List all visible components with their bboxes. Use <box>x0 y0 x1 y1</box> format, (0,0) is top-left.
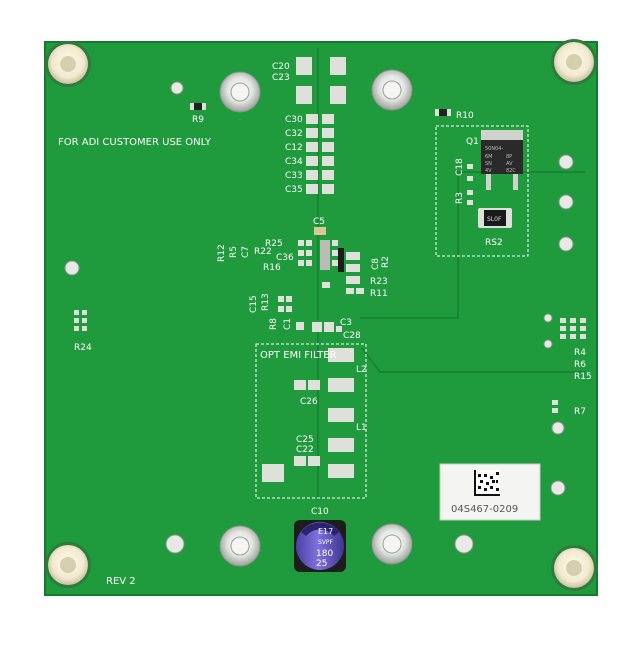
label-r2: R2 <box>381 256 391 268</box>
label-r13: R13 <box>261 293 271 311</box>
label-q1: Q1 <box>466 137 479 147</box>
sense-resistor-rs2: SL0F <box>478 208 512 228</box>
label-r11: R11 <box>370 289 388 299</box>
fet-marking-3: 8P <box>506 154 512 160</box>
data-matrix-code <box>474 470 500 496</box>
resistor-r10 <box>435 109 451 116</box>
label-c23: C23 <box>272 73 290 83</box>
fet-marking-2: 6M <box>485 154 493 160</box>
label-r22: R22 <box>254 247 272 257</box>
label-r25: R25 <box>265 239 283 249</box>
controller-pads <box>298 240 364 294</box>
label-r3: R3 <box>455 192 465 204</box>
resistor-r7 <box>552 400 558 413</box>
cap-marking-2: SVPF <box>318 539 334 546</box>
label-c10: C10 <box>311 507 329 517</box>
label-c3: C3 <box>340 318 352 328</box>
cap-c5 <box>314 227 326 235</box>
terminal-bottom-right <box>371 523 413 565</box>
label-rs2: RS2 <box>485 238 503 248</box>
fet-marking-7: 82C <box>506 168 516 174</box>
label-c15: C15 <box>249 295 259 313</box>
label-c20: C20 <box>272 62 290 72</box>
label-c26: C26 <box>300 397 318 407</box>
terminal-top-left <box>219 71 261 113</box>
label-c33: C33 <box>285 171 303 181</box>
electrolytic-capacitor-c10: E17 SVPF 180 25 <box>294 520 346 572</box>
pads-c20-c23 <box>296 57 346 104</box>
label-c22: C22 <box>296 445 314 455</box>
cap-marking-1: E17 <box>318 527 333 536</box>
standoff-bottom-right <box>551 545 597 591</box>
silkscreen: FOR ADI CUSTOMER USE ONLY OPT EMI FILTER… <box>58 62 592 587</box>
label-c32: C32 <box>285 129 303 139</box>
barcode-label: 04S467-0209 <box>439 463 541 521</box>
fet-marking-6: 4V <box>485 168 492 174</box>
q1-outline <box>435 125 529 257</box>
pads-r4-r6-r15 <box>560 318 586 339</box>
label-c36: C36 <box>276 253 294 263</box>
barcode-id-text: 04S467-0209 <box>451 504 518 515</box>
label-c35: C35 <box>285 185 303 195</box>
label-c12: C12 <box>285 143 303 153</box>
label-r6: R6 <box>574 360 586 370</box>
label-r16: R16 <box>263 263 281 273</box>
customer-note: FOR ADI CUSTOMER USE ONLY <box>58 137 212 148</box>
label-r24: R24 <box>74 343 92 353</box>
label-c1: C1 <box>283 318 293 330</box>
label-c28: C28 <box>343 331 361 341</box>
label-r5: R5 <box>229 246 239 258</box>
sense-marking: SL0F <box>487 216 502 223</box>
label-c5: C5 <box>313 217 325 227</box>
revision-label: REV 2 <box>106 576 136 587</box>
small-pads-left <box>278 296 342 332</box>
label-r10: R10 <box>456 111 474 121</box>
terminal-bottom-left <box>219 525 261 567</box>
label-r23: R23 <box>370 277 388 287</box>
label-l1: L1 <box>356 423 367 433</box>
label-c30: C30 <box>285 115 303 125</box>
fet-marking-1: 50N04- <box>485 146 503 152</box>
emi-filter-outline <box>255 343 367 499</box>
label-c25: C25 <box>296 435 314 445</box>
pads-cap-column <box>306 114 334 194</box>
cap-marking-4: 25 <box>316 559 327 569</box>
label-c8: C8 <box>371 258 381 270</box>
cap-marking-3: 180 <box>316 549 333 559</box>
emi-filter-pads <box>262 348 354 482</box>
resistor-r9 <box>190 103 206 110</box>
standoff-top-right <box>551 39 597 85</box>
fet-marking-4: SN <box>485 161 492 167</box>
mosfet-q1: 50N04- 6M 8P SN AV 4V 82C <box>481 130 523 190</box>
terminal-top-right <box>371 69 413 111</box>
label-r15: R15 <box>574 372 592 382</box>
standoff-bottom-left <box>45 542 91 588</box>
filter-label: OPT EMI FILTER <box>260 350 337 361</box>
parts-c18-r3 <box>467 164 473 205</box>
label-r9: R9 <box>192 115 204 125</box>
label-c18: C18 <box>455 158 465 176</box>
pads-r24 <box>74 310 87 331</box>
label-r12: R12 <box>217 244 227 262</box>
label-r8: R8 <box>269 318 279 330</box>
label-r4: R4 <box>574 348 586 358</box>
label-r7: R7 <box>574 407 586 417</box>
fet-marking-5: AV <box>506 161 513 167</box>
controller-chip <box>338 248 344 272</box>
test-points <box>64 81 574 554</box>
standoff-top-left <box>45 41 91 87</box>
label-c34: C34 <box>285 157 303 167</box>
label-l2: L2 <box>356 365 367 375</box>
label-c7: C7 <box>241 246 251 258</box>
